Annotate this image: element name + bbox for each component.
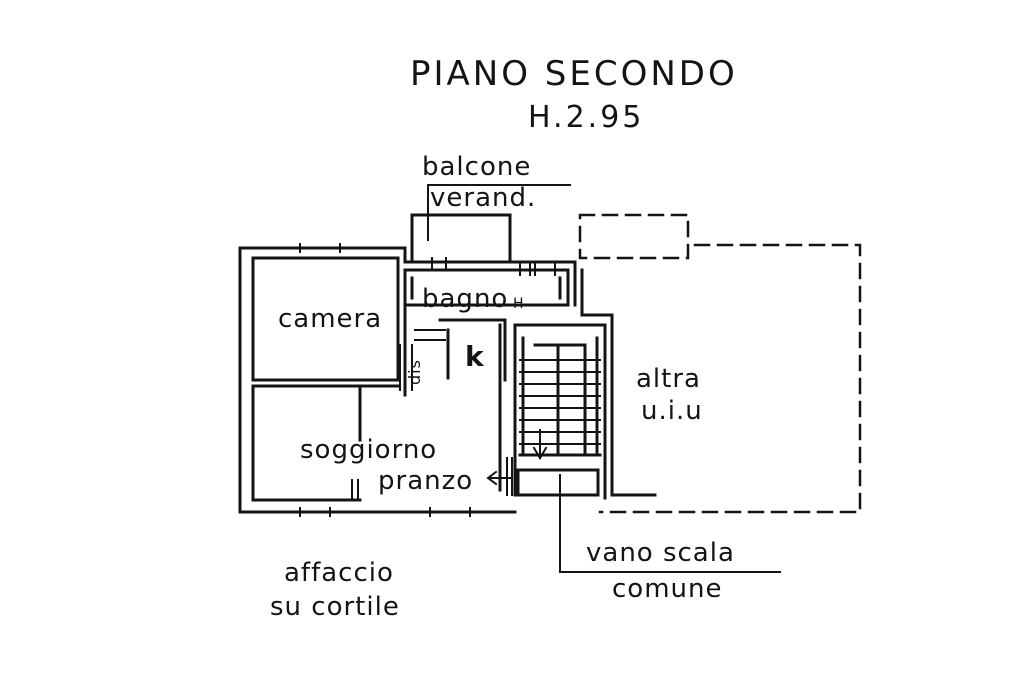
other-unit-label-1: altra <box>636 364 701 394</box>
bathroom-suffix: H <box>513 296 525 312</box>
opening-marks <box>299 243 556 517</box>
dining-label: pranzo <box>378 466 474 496</box>
other-unit-label-2: u.i.u <box>641 396 703 426</box>
balcony-veranda <box>410 184 571 264</box>
courtyard-label-2: su cortile <box>270 592 400 622</box>
plan-height: H.2.95 <box>528 100 645 135</box>
storage-label: dis <box>405 359 424 385</box>
living-label: soggiorno <box>300 435 438 465</box>
stairwell-label-2: comune <box>612 574 723 604</box>
veranda-label: verand. <box>430 183 537 213</box>
neighbor-wall <box>580 268 614 327</box>
bedroom-label: camera <box>278 304 383 334</box>
bathroom-label: bagno <box>422 284 509 314</box>
stairwell-label-1: vano scala <box>586 538 735 568</box>
stairwell <box>513 323 781 573</box>
plan-title: PIANO SECONDO <box>410 54 738 94</box>
balcony-label: balcone <box>422 152 532 182</box>
outer-walls <box>238 246 577 514</box>
courtyard-label-1: affaccio <box>284 558 394 588</box>
neighbor-wall-lower <box>610 323 657 497</box>
neighbor-unit <box>578 213 862 514</box>
kitchen-label: k <box>465 340 485 373</box>
